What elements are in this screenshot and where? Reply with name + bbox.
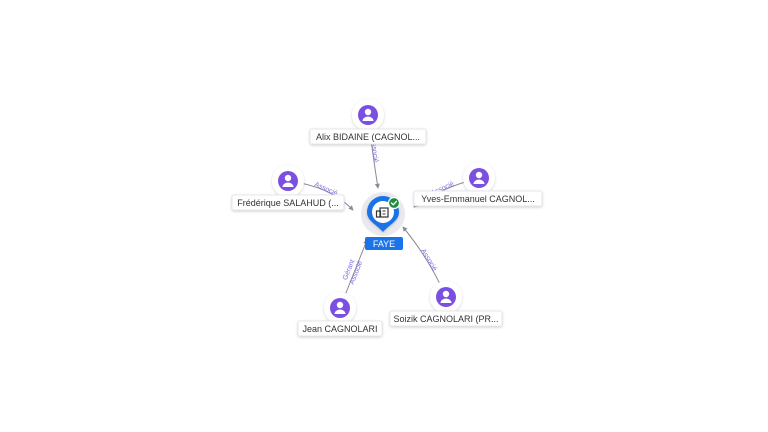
person-label: Yves-Emmanuel CAGNOL... xyxy=(421,194,535,204)
person-icon xyxy=(436,287,456,307)
building-icon xyxy=(375,207,389,218)
person-node-frederique[interactable]: Frédérique SALAHUD (... xyxy=(231,165,345,211)
person-label: Soizik CAGNOLARI (PR... xyxy=(393,314,498,324)
person-icon xyxy=(358,105,378,125)
center-label-bg xyxy=(365,237,403,250)
center-label: FAYE xyxy=(373,239,395,249)
person-label-bg xyxy=(413,190,543,207)
person-node-yves[interactable]: Yves-Emmanuel CAGNOL... xyxy=(413,162,543,207)
person-label: Jean CAGNOLARI xyxy=(302,324,377,334)
nodes-layer: Alix BIDAINE (CAGNOL... Yves-Emmanuel CAG… xyxy=(231,99,543,337)
person-label-bg xyxy=(309,128,427,145)
person-icon xyxy=(278,171,298,191)
center-node[interactable]: FAYE xyxy=(361,192,405,250)
person-label: Alix BIDAINE (CAGNOL... xyxy=(316,132,420,142)
person-node-jean[interactable]: Jean CAGNOLARI xyxy=(297,292,383,337)
person-label-bg xyxy=(297,320,383,337)
check-icon xyxy=(387,196,401,210)
person-label: Frédérique SALAHUD (... xyxy=(237,198,339,208)
person-node-soizik[interactable]: Soizik CAGNOLARI (PR... xyxy=(389,281,503,327)
edge-label: Associé xyxy=(369,138,379,163)
edge-label: Associé xyxy=(419,248,438,273)
person-node-alix[interactable]: Alix BIDAINE (CAGNOL... xyxy=(309,99,427,145)
person-label-bg xyxy=(231,194,345,211)
person-icon xyxy=(330,298,350,318)
person-label-bg xyxy=(389,310,503,327)
person-icon xyxy=(469,168,489,188)
